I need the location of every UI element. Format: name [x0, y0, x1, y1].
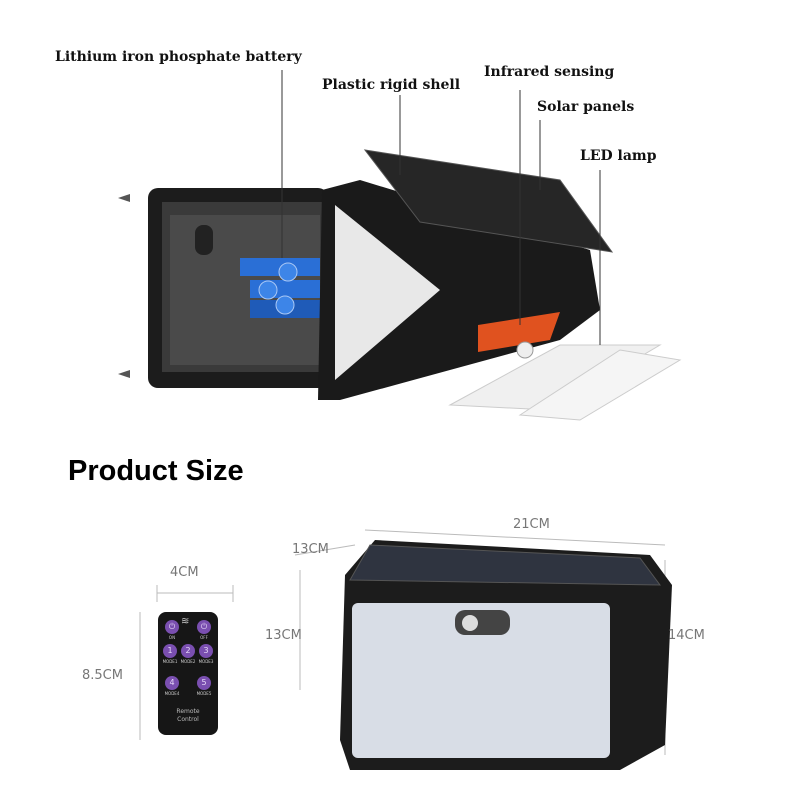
label-led: LED lamp [580, 148, 657, 164]
remote-off-label: OFF [200, 635, 208, 640]
dim-remote-height: 8.5CM [82, 668, 123, 683]
label-battery: Lithium iron phosphate battery [55, 49, 302, 65]
solar-panel [363, 149, 614, 253]
infrared-sensor-board [478, 312, 560, 352]
section-title: Product Size [68, 455, 244, 487]
off-power-icon: ⏻ [197, 620, 211, 634]
dim-remote-width: 4CM [170, 565, 199, 580]
remote-caption: Remote [176, 708, 200, 715]
remote-caption: Control [177, 716, 199, 723]
dim-lamp-height-left: 13CM [265, 628, 302, 643]
lamp-product [340, 540, 672, 770]
remote-button-2: 2 [181, 644, 195, 658]
dim-lamp-length: 21CM [513, 517, 550, 532]
remote-button-3: 3 [199, 644, 213, 658]
battery-icon [240, 258, 320, 318]
remote-button-1: 1 [163, 644, 177, 658]
remote-button-label: MODE2 [180, 659, 196, 664]
label-solar: Solar panels [537, 99, 635, 115]
remote-button-label: MODE3 [198, 659, 214, 664]
remote-button-4: 4 [165, 676, 179, 690]
dim-lamp-depth: 13CM [292, 542, 329, 557]
label-infrared: Infrared sensing [484, 64, 615, 80]
remote-on-label: ON [168, 635, 176, 640]
remote-button-label: MODE4 [164, 691, 180, 696]
signal-icon: ≋ [181, 616, 190, 627]
remote-button-label: MODE1 [162, 659, 178, 664]
label-shell: Plastic rigid shell [322, 77, 461, 93]
on-power-icon: ⏻ [165, 620, 179, 634]
remote-button-5: 5 [197, 676, 211, 690]
remote-control: ≋ ⏻ ON ⏻ OFF 1 MODE1 2 MODE2 3 MODE3 4 M… [158, 612, 218, 735]
remote-button-label: MODE5 [196, 691, 212, 696]
dim-lamp-height-right: 14CM [668, 628, 705, 643]
